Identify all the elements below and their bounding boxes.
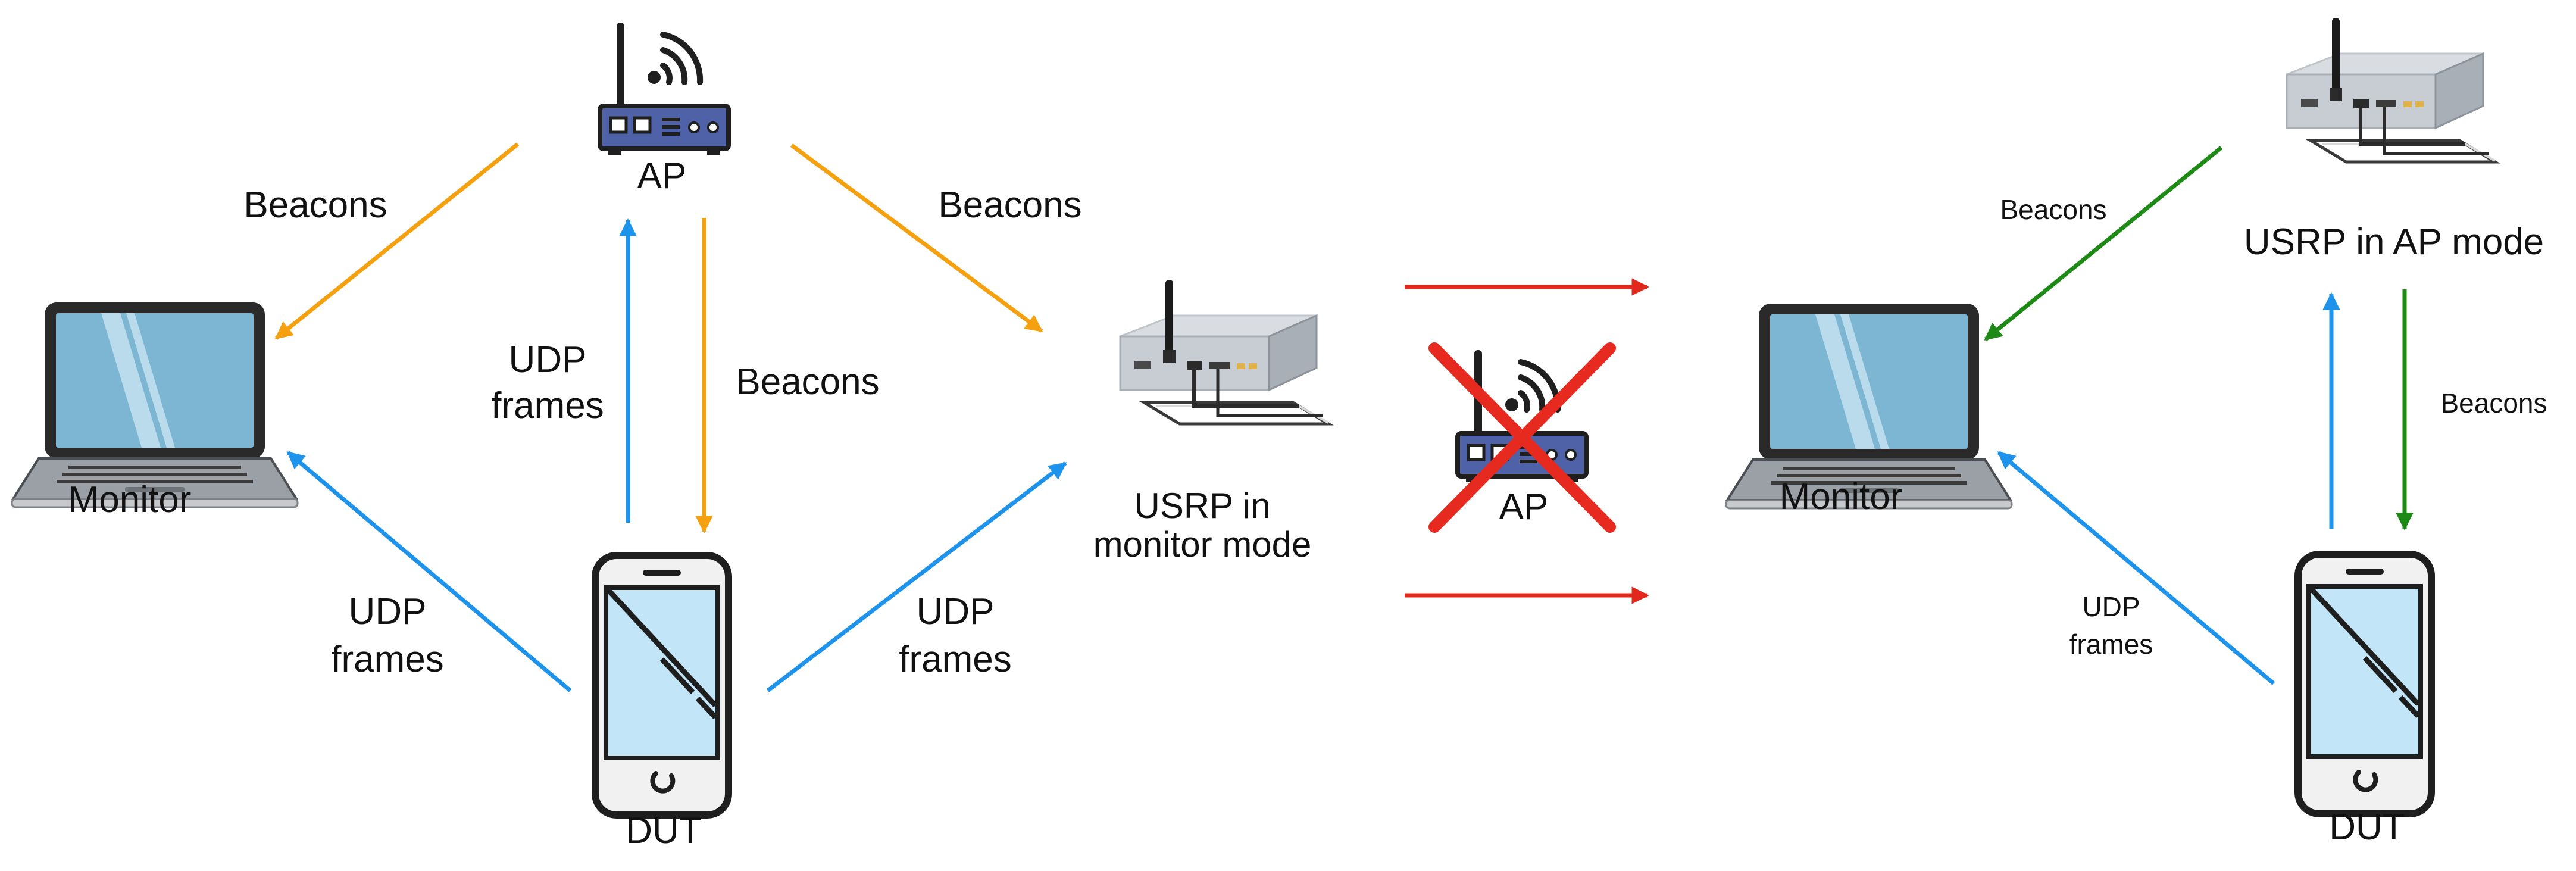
udp-label-monitor-right-line1: UDP	[2082, 591, 2140, 622]
usrp-device-icon	[2287, 18, 2495, 162]
beacons-label-usrp: Beacons	[938, 185, 1081, 226]
crossed-out-router-icon	[1458, 350, 1586, 482]
udp-label-monitor-line1: UDP	[349, 591, 427, 632]
udp-label-usrp-line1: UDP	[917, 591, 995, 632]
dut-label-right: DUT	[2329, 807, 2405, 848]
udp-label-monitor-right-line2: frames	[2069, 629, 2153, 660]
udp-label-monitor-line2: frames	[331, 639, 443, 680]
smartphone-icon	[595, 555, 729, 815]
beacons-label-dut: Beacons	[736, 361, 879, 402]
router-icon	[600, 23, 729, 155]
monitor-label-right: Monitor	[1780, 476, 1903, 517]
beacons-label-monitor-right: Beacons	[2000, 194, 2106, 225]
cross-line-2	[1428, 342, 1616, 533]
udp-label-usrp-line2: frames	[899, 639, 1011, 680]
removed-ap-label: AP	[1499, 486, 1549, 527]
beacons-label-dut-right: Beacons	[2440, 388, 2547, 419]
beacons-label-monitor: Beacons	[243, 185, 387, 226]
smartphone-icon	[2298, 554, 2431, 814]
udp-arrow-dut-to-monitor-right	[1997, 451, 2275, 685]
laptop-icon	[11, 301, 299, 508]
ap-label: AP	[637, 155, 687, 196]
udp-arrow-dut-to-usrp	[766, 461, 1067, 692]
beacon-arrow-ap-to-monitor	[274, 142, 520, 340]
udp-arrow-dut-to-monitor	[286, 451, 572, 692]
dut-label: DUT	[626, 810, 701, 851]
beacon-arrow-ap-to-usrp	[790, 143, 1043, 333]
usrp-ap-mode-label: USRP in AP mode	[2244, 221, 2544, 263]
usrp-device-icon	[1120, 280, 1328, 424]
usrp-monitor-label-line1: USRP in	[1134, 486, 1271, 526]
monitor-label: Monitor	[68, 479, 192, 520]
udp-label-ap-line2: frames	[491, 385, 604, 426]
udp-label-ap-line1: UDP	[509, 339, 587, 380]
usrp-monitor-label-line2: monitor mode	[1093, 525, 1312, 564]
beacon-arrow-usrp-to-monitor	[1984, 146, 2223, 341]
